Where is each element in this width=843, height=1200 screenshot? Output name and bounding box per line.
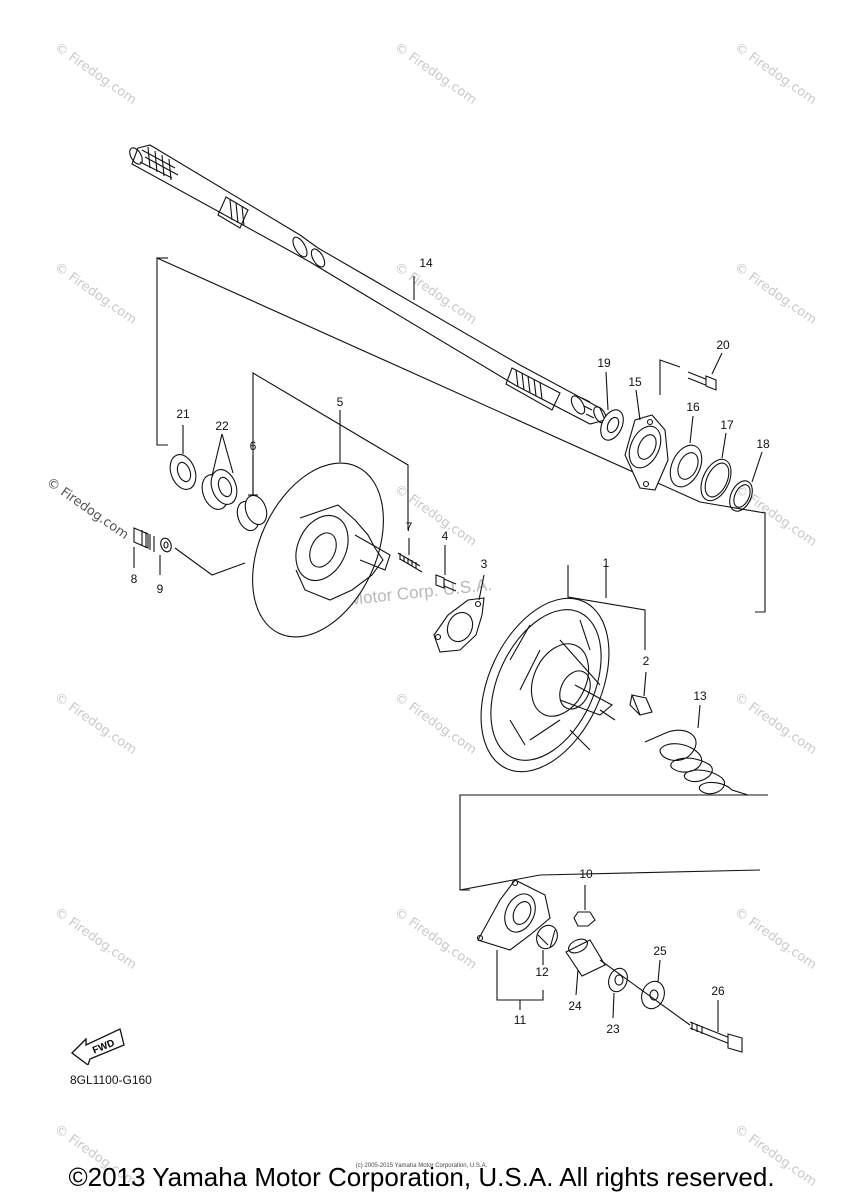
shaft [129,144,607,425]
part-label-17: 17 [720,418,734,432]
copyright-notice: ©2013 Yamaha Motor Corporation, U.S.A. A… [68,1162,775,1192]
plate-3 [433,574,485,653]
part-label-15: 15 [628,375,642,389]
part-label-16: 16 [686,400,700,414]
washer-25 [641,959,665,1010]
washer-21 [169,425,197,490]
part-label-13: 13 [693,689,707,703]
bolt-7 [397,538,423,573]
part-label-14: 14 [419,256,433,270]
collar-24 [565,938,606,996]
part-label-10: 10 [579,867,593,881]
part-label-22: 22 [215,419,229,433]
part-label-12: 12 [535,965,549,979]
part-label-19: 19 [597,356,611,370]
washer-9 [159,537,172,575]
movable-sheave-1 [480,565,646,773]
slider-2 [629,671,653,716]
small-copyright: (c) 2005-2015 Yamaha Motor Corporation, … [355,1163,488,1169]
part-label-1: 1 [602,556,610,570]
part-label-18: 18 [756,437,770,451]
part-label-2: 2 [642,654,650,668]
bearing-6 [236,455,268,532]
bolt-20 [687,352,723,391]
bolt-8 [133,527,155,568]
spring-13 [644,704,749,796]
part-label-5: 5 [336,395,344,409]
seals-22 [201,433,238,510]
part-label-9: 9 [156,582,164,596]
fwd-arrow-icon: FWD [70,1025,126,1065]
part-label-6: 6 [249,439,257,453]
part-label-11: 11 [513,1013,527,1027]
part-label-8: 8 [130,572,138,586]
cam-assembly-11 [476,879,551,1010]
part-label-3: 3 [480,557,488,571]
part-label-24: 24 [568,999,582,1013]
fixed-sheave-5 [252,410,391,638]
circlip-17 [700,432,732,502]
circlip-18 [729,451,763,512]
bolt-4 [435,545,457,592]
part-label-26: 26 [711,984,725,998]
washer-19 [600,371,624,441]
bearing-16 [669,415,703,488]
part-label-20: 20 [716,338,730,352]
nut-10 [573,885,596,927]
part-label-23: 23 [606,1022,620,1036]
bushing-12 [536,924,558,965]
washer-23 [608,967,628,1019]
bearing-housing-15 [624,389,669,491]
bolt-26 [689,1000,743,1053]
part-label-4: 4 [441,529,449,543]
diagram-code: 8GL1100-G160 [70,1073,152,1087]
part-label-7: 7 [405,520,413,534]
part-label-25: 25 [653,944,667,958]
part-label-21: 21 [176,407,190,421]
